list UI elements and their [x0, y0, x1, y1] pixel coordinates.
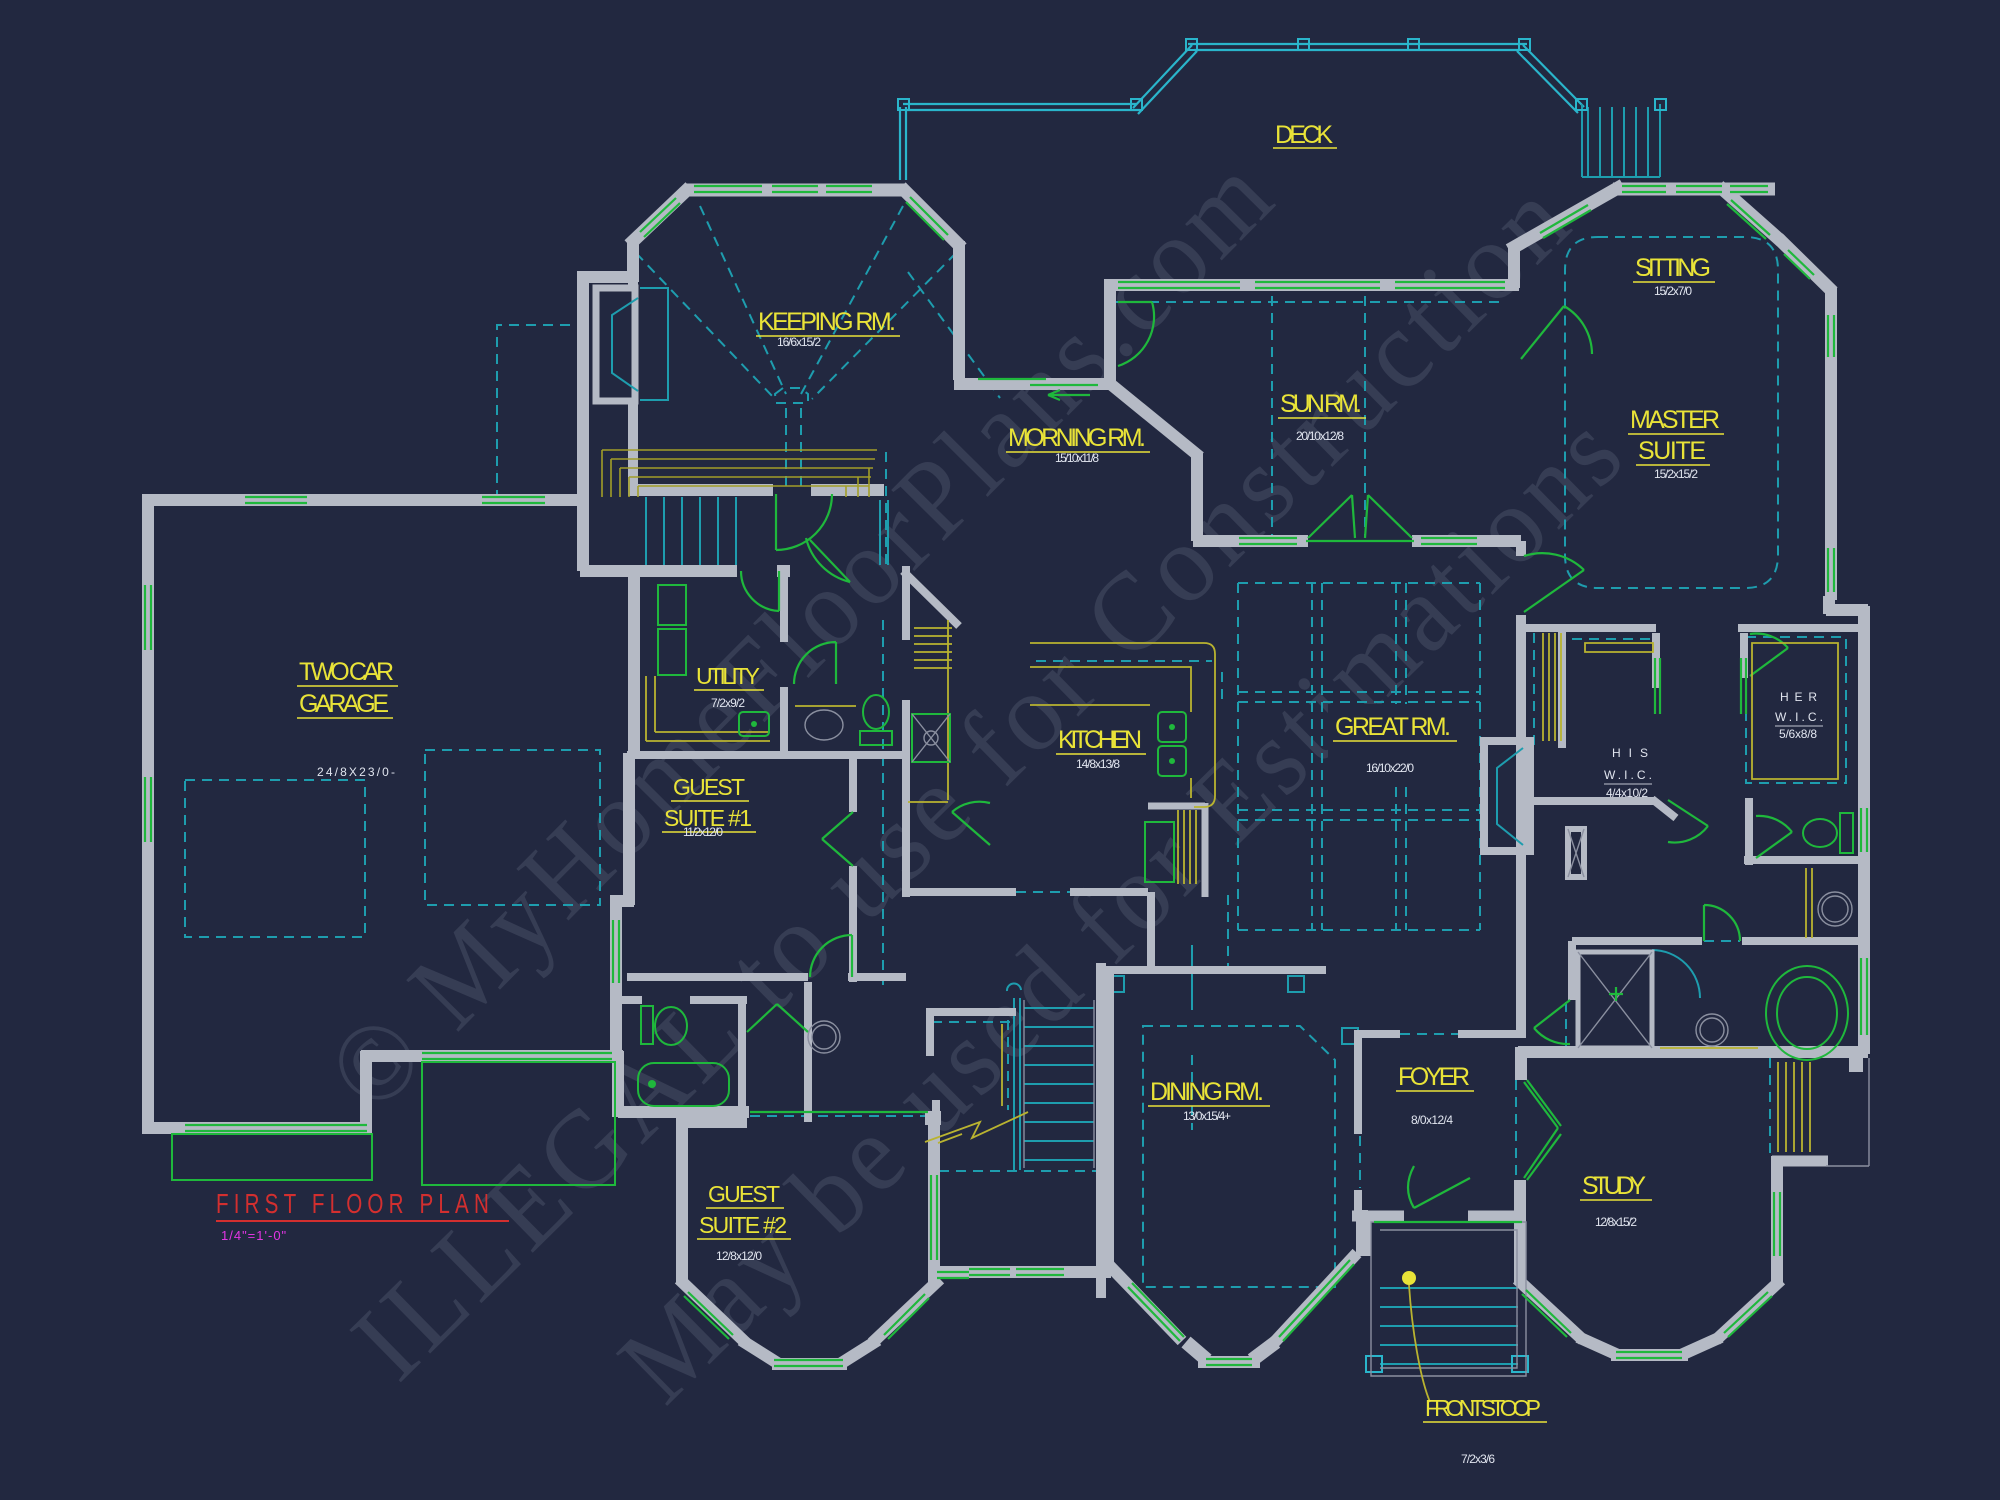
svg-text:13/0x15/4+: 13/0x15/4+	[1183, 1109, 1231, 1123]
svg-text:20/10x12/8: 20/10x12/8	[1296, 429, 1344, 443]
svg-text:16/6x15/2: 16/6x15/2	[777, 335, 821, 349]
svg-text:12/8x12/0: 12/8x12/0	[716, 1249, 762, 1263]
svg-text:DECK: DECK	[1275, 121, 1335, 149]
svg-text:HIS: HIS	[1612, 746, 1648, 760]
svg-text:KITCHEN: KITCHEN	[1058, 726, 1144, 754]
svg-text:12/8x15/2: 12/8x15/2	[1595, 1215, 1637, 1229]
svg-text:GREAT RM.: GREAT RM.	[1335, 713, 1453, 741]
svg-text:DINING RM.: DINING RM.	[1150, 1078, 1266, 1106]
svg-text:SITTING: SITTING	[1635, 254, 1713, 282]
svg-text:SUITE #1: SUITE #1	[664, 805, 754, 831]
svg-text:7/2x9/2: 7/2x9/2	[711, 696, 745, 710]
svg-text:GUEST: GUEST	[673, 774, 747, 800]
svg-text:14/8x13/8: 14/8x13/8	[1076, 757, 1120, 771]
svg-text:MORNING RM.: MORNING RM.	[1008, 424, 1148, 452]
svg-text:FIRST FLOOR PLAN: FIRST FLOOR PLAN	[216, 1188, 494, 1219]
svg-text:KEEPING RM.: KEEPING RM.	[758, 308, 898, 336]
svg-text:SUITE: SUITE	[1638, 437, 1708, 465]
svg-text:5/6x8/8: 5/6x8/8	[1779, 727, 1817, 741]
svg-text:15/2x7/0: 15/2x7/0	[1654, 284, 1692, 298]
svg-text:4/4x10/2: 4/4x10/2	[1606, 786, 1648, 800]
svg-text:HER: HER	[1780, 690, 1817, 704]
svg-text:15/2x15/2: 15/2x15/2	[1654, 467, 1698, 481]
svg-text:15/10x11/8: 15/10x11/8	[1055, 451, 1099, 465]
svg-text:MASTER: MASTER	[1630, 406, 1722, 434]
svg-text:16/10x22/0: 16/10x22/0	[1366, 761, 1414, 775]
svg-text:TWO CAR: TWO CAR	[299, 658, 396, 686]
svg-text:7/2x3/6: 7/2x3/6	[1461, 1452, 1495, 1466]
svg-text:11/2x12/0: 11/2x12/0	[683, 825, 723, 839]
svg-text:SUITE #2: SUITE #2	[699, 1212, 789, 1238]
svg-text:24/8X23/0-: 24/8X23/0-	[317, 765, 395, 779]
svg-text:8/0x12/4: 8/0x12/4	[1411, 1113, 1453, 1127]
svg-text:GARAGE: GARAGE	[299, 690, 391, 718]
svg-text:SUN RM.: SUN RM.	[1280, 390, 1364, 418]
svg-text:UTILITY: UTILITY	[696, 663, 762, 689]
svg-text:FRONT STOOP: FRONT STOOP	[1425, 1395, 1543, 1421]
svg-text:FOYER: FOYER	[1398, 1063, 1472, 1091]
svg-text:STUDY: STUDY	[1582, 1172, 1648, 1200]
svg-text:GUEST: GUEST	[708, 1181, 782, 1207]
svg-text:1/4"=1'-0": 1/4"=1'-0"	[221, 1228, 287, 1243]
